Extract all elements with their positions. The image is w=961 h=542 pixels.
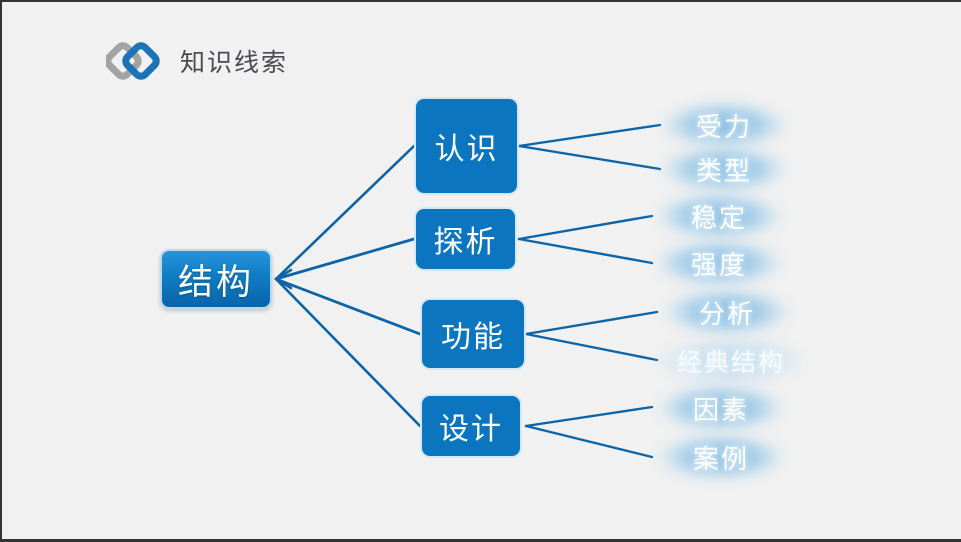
link-branch-2-leaf-1 [517,214,654,241]
mindmap-leaf-node-2-1[interactable]: 稳定 [656,193,782,239]
mindmap-branch-label-3: 功能 [441,321,505,354]
link-branch-1-leaf-2 [517,144,662,171]
mindmap-leaf-node-3-2[interactable]: 经典结构 [658,338,804,384]
mindmap-leaf-node-2-2[interactable]: 强度 [656,240,782,286]
mindmap-branch-label-1: 认识 [434,133,499,166]
link-branch-3-leaf-2 [524,332,659,362]
mindmap-leaf-node-1-1[interactable]: 受力 [662,102,786,148]
mindmap-root-label: 结构 [177,262,254,302]
leaf-glow-backdrop [662,146,786,192]
mindmap-leaf-label-2-2: 强度 [690,249,747,280]
link-branch-4-leaf-2 [524,424,654,459]
mindmap-leaf-node-4-2[interactable]: 案例 [658,434,784,480]
link-root-to-branch-3 [274,277,422,336]
mindmap-branch-node-1[interactable]: 认识 [414,97,519,195]
link-root-to-branch-4 [274,277,422,428]
slide-header: 知识线索 [106,38,288,84]
leaf-glow-backdrop [656,240,782,286]
link-root-to-branch-1 [274,144,416,281]
link-root-to-branch-2 [274,237,416,281]
leaf-glow-backdrop [656,193,782,239]
mindmap-leaf-label-1-1: 受力 [695,111,752,142]
mindmap-branch-label-4: 设计 [439,413,503,446]
mindmap-leaf-label-3-1: 分析 [698,298,755,329]
mindmap-leaf-label-2-1: 稳定 [690,202,747,233]
link-branch-3-leaf-1 [524,310,659,336]
leaf-glow-backdrop [658,338,804,384]
mindmap-leaf-label-1-2: 类型 [695,155,752,186]
mindmap-root-node[interactable]: 结构 [160,249,272,309]
leaf-glow-backdrop [658,385,784,431]
root-hub-arrow [274,268,293,290]
mindmap-leaf-node-4-1[interactable]: 因素 [658,385,784,431]
mindmap-branch-label-2: 探析 [433,226,498,259]
link-branch-2-leaf-2 [517,237,654,265]
mindmap-leaf-label-4-1: 因素 [692,394,749,425]
mindmap-branch-node-3[interactable]: 功能 [420,298,526,370]
leaf-glow-backdrop [664,289,790,335]
link-branch-1-leaf-1 [517,123,662,148]
mindmap-leaf-label-4-2: 案例 [692,443,749,474]
leaf-glow-backdrop [662,102,786,148]
interlocking-diamonds-logo-icon [106,42,160,80]
leaf-glow-backdrop [658,434,784,480]
mindmap-branch-node-4[interactable]: 设计 [420,394,522,458]
link-branch-4-leaf-1 [524,405,654,428]
mindmap-leaf-node-3-1[interactable]: 分析 [664,289,790,335]
page-title: 知识线索 [180,49,289,77]
mindmap-leaf-label-3-2: 经典结构 [676,349,785,377]
mindmap-leaf-node-1-2[interactable]: 类型 [662,146,786,192]
mindmap-branch-node-2[interactable]: 探析 [414,207,517,271]
